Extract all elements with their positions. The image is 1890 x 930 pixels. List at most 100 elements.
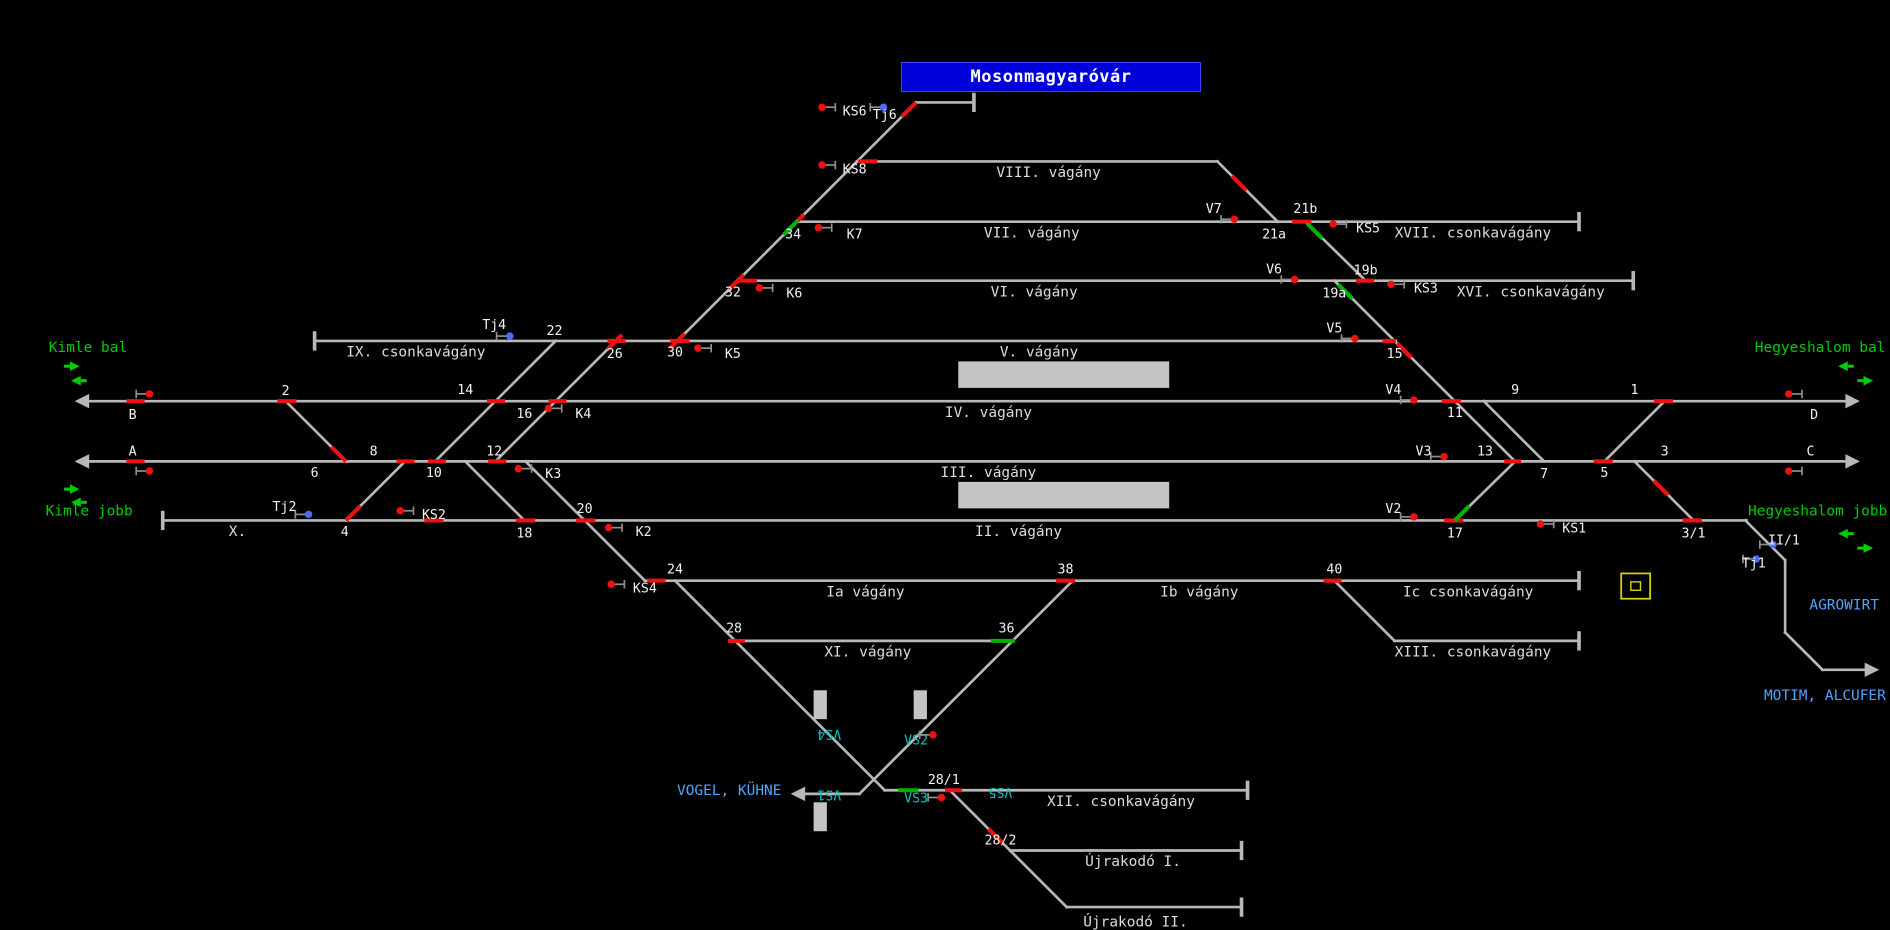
main-signal[interactable] (1399, 395, 1418, 405)
main-signal[interactable] (927, 793, 946, 802)
element-id-label[interactable]: 28 (726, 621, 742, 636)
element-id-label[interactable]: V5 (1326, 321, 1342, 336)
shunt-signal-label[interactable]: VS2 (904, 733, 928, 748)
main-signal[interactable] (1387, 280, 1406, 289)
element-id-label[interactable]: K2 (636, 525, 652, 540)
track-segment[interactable] (1481, 399, 1546, 464)
element-id-label[interactable]: K6 (786, 287, 802, 302)
element-id-label[interactable]: K4 (575, 407, 591, 422)
element-id-label[interactable]: 8 (370, 444, 378, 459)
element-id-label[interactable]: 18 (516, 526, 532, 541)
main-signal[interactable] (514, 464, 533, 473)
element-id-label[interactable]: Tj2 (272, 500, 296, 515)
element-id-label[interactable]: 26 (607, 347, 623, 362)
main-signal[interactable] (135, 389, 154, 399)
track-segment[interactable] (857, 578, 1075, 796)
element-id-label[interactable]: II/1 (1768, 534, 1800, 549)
track-segment[interactable] (1452, 399, 1518, 464)
main-signal[interactable] (1329, 219, 1348, 229)
element-id-label[interactable]: Tj1 (1742, 556, 1766, 571)
panel-icon[interactable] (1620, 572, 1652, 600)
element-id-label[interactable]: 21a (1262, 228, 1286, 243)
main-signal[interactable] (1536, 519, 1555, 529)
element-id-label[interactable]: V4 (1385, 383, 1401, 398)
element-id-label[interactable]: 19b (1354, 264, 1378, 279)
element-id-label[interactable]: 12 (486, 444, 502, 459)
track-segment[interactable] (1783, 630, 1825, 672)
element-id-label[interactable]: 40 (1326, 562, 1342, 577)
element-id-label[interactable]: 28/2 (984, 833, 1016, 848)
track-segment[interactable] (1743, 518, 1788, 563)
element-id-label[interactable]: Tj6 (873, 108, 897, 123)
shunt-signal[interactable] (1742, 554, 1760, 564)
element-id-label[interactable]: K7 (847, 228, 863, 243)
element-id-label[interactable]: 14 (457, 383, 473, 398)
element-id-label[interactable]: 17 (1447, 526, 1463, 541)
main-signal[interactable] (918, 730, 937, 740)
element-id-label[interactable]: 5 (1600, 466, 1608, 481)
element-id-label[interactable]: 2 (282, 384, 290, 399)
element-id-label[interactable]: 11 (1447, 406, 1463, 421)
element-id-label[interactable]: 21b (1293, 202, 1317, 217)
element-id-label[interactable]: KS8 (843, 162, 867, 177)
shunt-signal-label[interactable]: VS1 (817, 786, 841, 801)
main-signal[interactable] (1785, 389, 1803, 399)
main-signal[interactable] (694, 343, 713, 353)
main-signal[interactable] (814, 223, 833, 232)
element-id-label[interactable]: A (129, 444, 137, 459)
track-segment[interactable] (673, 578, 887, 793)
main-signal[interactable] (544, 404, 563, 413)
track-segment[interactable] (1332, 578, 1397, 643)
element-id-label[interactable]: 15 (1387, 347, 1403, 362)
element-id-label[interactable]: Tj4 (482, 318, 506, 333)
element-id-label[interactable]: 16 (516, 407, 532, 422)
shunt-signal[interactable] (869, 102, 888, 112)
main-signal[interactable] (1340, 334, 1359, 343)
element-id-label[interactable]: 30 (667, 346, 683, 361)
main-signal[interactable] (1220, 215, 1239, 224)
element-id-label[interactable]: D (1810, 408, 1818, 423)
shunt-signal[interactable] (1758, 540, 1777, 549)
element-id-label[interactable]: 7 (1540, 467, 1548, 482)
element-id-label[interactable]: 6 (311, 466, 319, 481)
element-id-label[interactable]: 38 (1058, 562, 1074, 577)
element-id-label[interactable]: 3/1 (1682, 526, 1706, 541)
element-id-label[interactable]: C (1806, 444, 1814, 459)
element-id-label[interactable]: KS1 (1562, 521, 1586, 536)
element-id-label[interactable]: KS2 (422, 508, 446, 523)
element-id-label[interactable]: V3 (1416, 444, 1432, 459)
element-id-label[interactable]: 9 (1511, 383, 1519, 398)
element-id-label[interactable]: K3 (545, 467, 561, 482)
element-id-label[interactable]: B (129, 408, 137, 423)
shunt-signal-label[interactable]: VS3 (904, 791, 928, 806)
main-signal[interactable] (755, 283, 774, 293)
shunt-signal-label[interactable]: VS4 (817, 726, 841, 741)
element-id-label[interactable]: 24 (667, 562, 683, 577)
main-signal[interactable] (135, 466, 154, 476)
element-id-label[interactable]: KS5 (1356, 222, 1380, 237)
element-id-label[interactable]: 3 (1661, 444, 1669, 459)
element-id-label[interactable]: V2 (1385, 502, 1401, 517)
main-signal[interactable] (1399, 512, 1418, 522)
element-id-label[interactable]: 10 (426, 466, 442, 481)
element-id-label[interactable]: K5 (725, 347, 741, 362)
element-id-label[interactable]: 20 (577, 502, 593, 517)
shunt-signal[interactable] (495, 331, 514, 341)
element-id-label[interactable]: V7 (1206, 202, 1222, 217)
track-segment[interactable] (1602, 399, 1667, 464)
element-id-label[interactable]: KS4 (633, 582, 657, 597)
element-id-label[interactable]: KS6 (843, 105, 867, 120)
element-id-label[interactable]: 36 (998, 621, 1014, 636)
element-id-label[interactable]: 22 (546, 324, 562, 339)
element-id-label[interactable]: 1 (1630, 383, 1638, 398)
element-id-label[interactable]: 34 (785, 228, 801, 243)
main-signal[interactable] (607, 580, 626, 589)
main-signal[interactable] (818, 102, 837, 112)
element-id-label[interactable]: 13 (1477, 444, 1493, 459)
main-signal[interactable] (1429, 452, 1448, 461)
track-segment[interactable] (463, 459, 527, 523)
main-signal[interactable] (396, 506, 415, 515)
element-id-label[interactable]: 32 (725, 285, 741, 300)
main-signal[interactable] (604, 523, 623, 532)
track-segment[interactable] (1215, 159, 1280, 224)
